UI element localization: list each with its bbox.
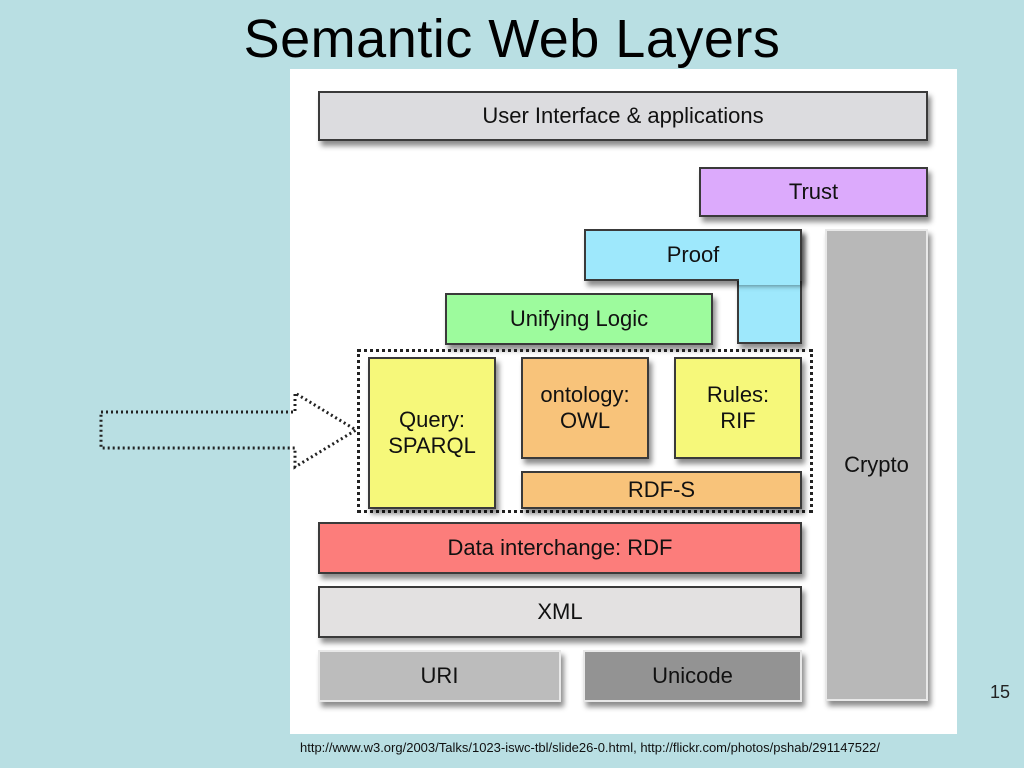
diagram-panel: User Interface & applications Trust Proo… <box>290 69 957 734</box>
layer-label: RDF-S <box>627 476 696 502</box>
slide-title: Semantic Web Layers <box>243 9 781 69</box>
layer-crypto: Crypto <box>825 229 928 701</box>
source-credit: http://www.w3.org/2003/Talks/1023-iswc-t… <box>300 740 881 755</box>
layer-uri: URI <box>318 650 561 702</box>
layer-query-sparql: Query: SPARQL <box>368 357 496 509</box>
layer-label: Data interchange: RDF <box>447 534 673 560</box>
layer-label: Proof <box>666 241 720 267</box>
layer-label: User Interface & applications <box>482 102 764 128</box>
layer-unifying-logic: Unifying Logic <box>445 293 713 345</box>
highlight-group-border <box>357 349 813 513</box>
layer-label: Unifying Logic <box>509 305 649 331</box>
layer-ontology-owl: ontology: OWL <box>521 357 649 459</box>
layer-label-line2: OWL <box>559 408 611 433</box>
layer-label: URI <box>420 662 459 688</box>
layer-label: Unicode <box>652 662 733 688</box>
layer-unicode: Unicode <box>583 650 802 702</box>
layer-label: XML <box>537 598 583 624</box>
layer-label-line1: Query: <box>398 406 466 432</box>
layer-trust: Trust <box>699 167 928 217</box>
layer-label: Crypto <box>844 451 909 477</box>
layer-rdfs: RDF-S <box>521 471 802 509</box>
layer-label-line1: Rules: <box>706 381 770 407</box>
layer-rules-rif: Rules: RIF <box>674 357 802 459</box>
layer-rdf: Data interchange: RDF <box>318 522 802 574</box>
dotted-arrow-icon <box>99 390 359 470</box>
layer-label-line1: ontology: <box>540 381 630 407</box>
layer-label: Trust <box>788 178 839 204</box>
layer-label-line2: RIF <box>720 408 756 433</box>
layer-label-line2: SPARQL <box>388 433 476 458</box>
layer-xml: XML <box>318 586 802 638</box>
proof-joint-cover <box>739 275 800 285</box>
layer-proof: Proof <box>584 229 802 281</box>
page-number: 15 <box>990 682 1011 702</box>
arrow-outline <box>99 390 359 470</box>
layer-user-interface: User Interface & applications <box>318 91 928 141</box>
